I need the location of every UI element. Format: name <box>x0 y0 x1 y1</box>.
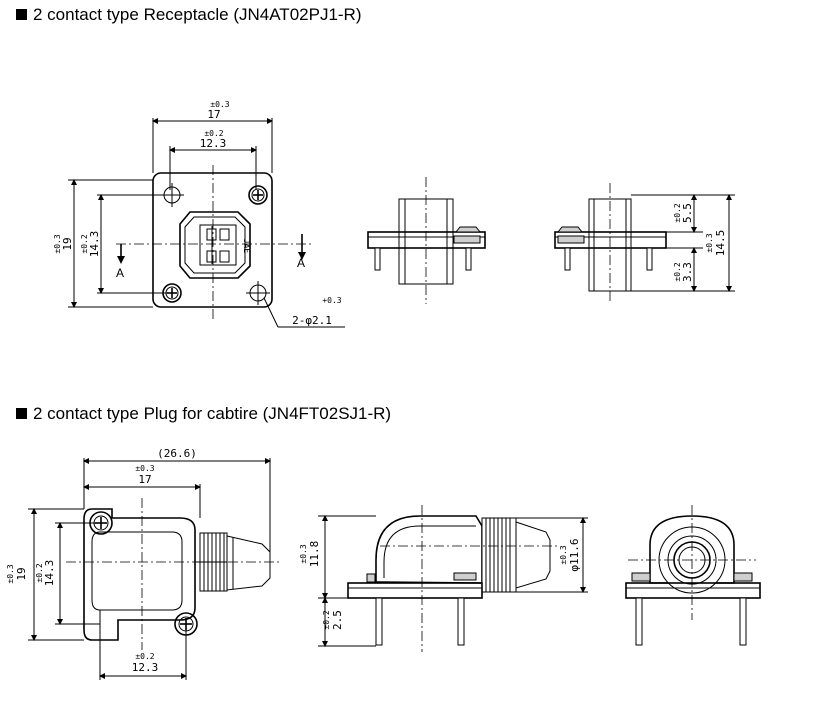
square-bullet-icon <box>16 9 27 20</box>
dim-height-inner: 14.3 <box>88 231 101 258</box>
dim-side-b-tol: ±0.2 <box>673 262 682 281</box>
receptacle-heading: 2 contact type Receptacle (JN4AT02PJ1-R) <box>16 5 362 25</box>
dim-plug-height-tol: ±0.3 <box>6 564 15 583</box>
dim-plug-inner: 12.3 <box>132 661 159 674</box>
dim-side-h-tol: ±0.3 <box>299 544 308 563</box>
dim-inner: 12.3 <box>200 137 227 150</box>
dim-hole: 2-φ2.1 <box>292 314 332 327</box>
screw-icon <box>248 185 268 205</box>
dim-overall: (26.6) <box>157 447 197 460</box>
receptacle-heading-text: 2 contact type Receptacle (JN4AT02PJ1-R) <box>33 5 362 24</box>
dim-height-tol: ±0.3 <box>53 234 62 253</box>
dim-inner-tol: ±0.2 <box>204 129 223 138</box>
dim-dia: φ11.6 <box>568 538 581 571</box>
dim-width: 17 <box>207 108 220 121</box>
section-label-left: A <box>116 266 124 280</box>
screw-icon <box>89 511 113 535</box>
dim-height: 19 <box>61 237 74 250</box>
plug-side-view: ±0.3 11.8 ±0.2 2.5 ±0.3 φ11.6 <box>299 505 588 652</box>
dim-dia-tol: ±0.3 <box>559 545 568 564</box>
brand-mark: JAE <box>242 239 251 254</box>
screw-icon <box>162 283 182 303</box>
dim-side-total: 14.5 <box>714 230 727 257</box>
plug-rear-view <box>625 505 761 646</box>
plug-front-view: (26.6) ±0.3 17 ±0.3 19 ±0.2 14.3 ±0.2 12… <box>6 447 280 680</box>
dim-side-h: 11.8 <box>308 541 321 568</box>
plug-heading: 2 contact type Plug for cabtire (JN4FT02… <box>16 404 391 424</box>
section-label-right: A <box>297 256 305 270</box>
dim-plug-height-inner-tol: ±0.2 <box>35 563 44 582</box>
dim-plug-height: 19 <box>15 567 28 580</box>
receptacle-front-view: ±0.3 17 ±0.2 12.3 ±0.3 19 ±0.2 14.3 JAE <box>53 100 345 328</box>
dim-plug-width-tol: ±0.3 <box>135 464 154 473</box>
dim-side-a: 5.5 <box>681 203 694 223</box>
dim-side-total-tol: ±0.3 <box>705 233 714 252</box>
dim-side-b: 3.3 <box>681 262 694 282</box>
screw-icon <box>174 612 198 636</box>
receptacle-side-view-right: ±0.2 5.5 ±0.2 3.3 ±0.3 14.5 <box>554 183 735 302</box>
dim-plug-height-inner: 14.3 <box>43 560 56 587</box>
dim-height-inner-tol: ±0.2 <box>80 234 89 253</box>
dim-pin-tol: ±0.2 <box>322 610 331 629</box>
dim-hole-tol: +0.3 <box>322 296 341 305</box>
dim-pin: 2.5 <box>331 610 344 630</box>
receptacle-side-view-left <box>367 177 486 304</box>
dim-side-a-tol: ±0.2 <box>673 203 682 222</box>
square-bullet-icon <box>16 408 27 419</box>
plug-heading-text: 2 contact type Plug for cabtire (JN4FT02… <box>33 404 392 423</box>
dim-plug-width: 17 <box>138 473 151 486</box>
dim-plug-inner-tol: ±0.2 <box>135 652 154 661</box>
dim-width-tol: ±0.3 <box>210 100 229 109</box>
